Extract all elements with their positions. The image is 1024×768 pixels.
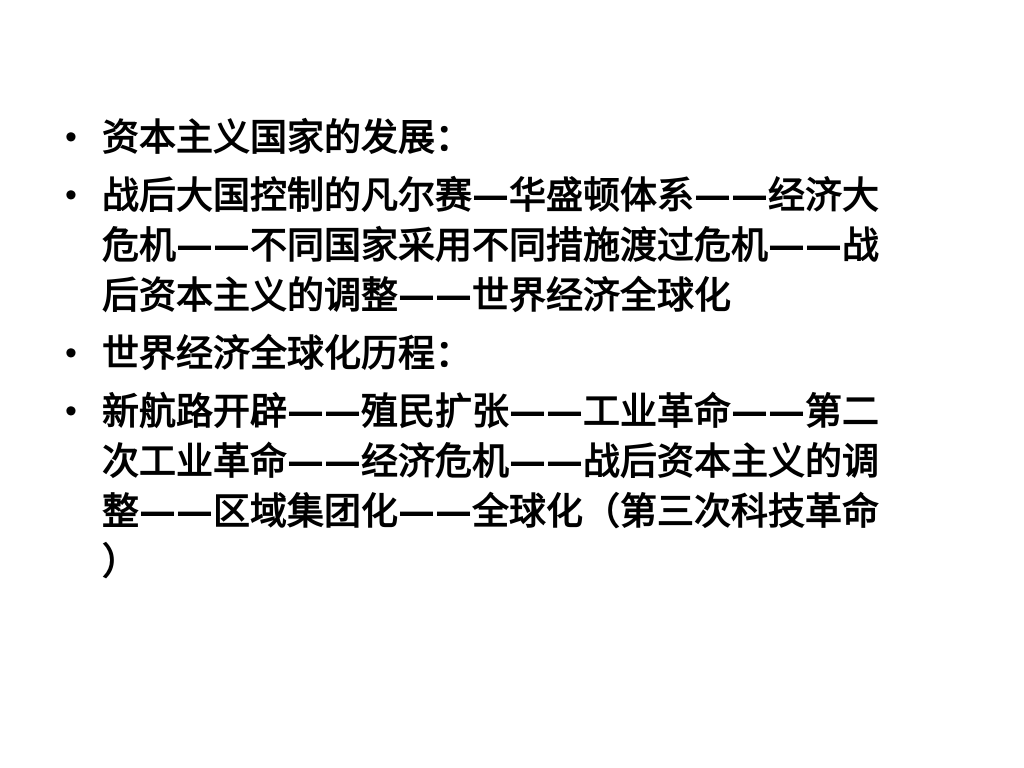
bullet-item-history-sequence: • 新航路开辟——殖民扩张——工业革命——第二次工业革命——经济危机——战后资本…	[56, 386, 926, 586]
bullet-text: 世界经济全球化历程：	[102, 331, 472, 375]
bullet-dot-icon: •	[65, 118, 77, 156]
bullet-item-globalization-process: • 世界经济全球化历程：	[56, 328, 926, 378]
bullet-dot-icon: •	[65, 392, 77, 430]
bullet-dot-icon: •	[65, 334, 77, 372]
bullet-text: 战后大国控制的凡尔赛—华盛顿体系——经济大危机——不同国家采用不同措施渡过危机—…	[102, 173, 879, 317]
bullet-dot-icon: •	[65, 176, 77, 214]
bullet-list: • 资本主义国家的发展： • 战后大国控制的凡尔赛—华盛顿体系——经济大危机——…	[56, 112, 926, 594]
bullet-item-postwar-sequence: • 战后大国控制的凡尔赛—华盛顿体系——经济大危机——不同国家采用不同措施渡过危…	[56, 170, 926, 320]
bullet-text: 新航路开辟——殖民扩张——工业革命——第二次工业革命——经济危机——战后资本主义…	[102, 389, 879, 583]
bullet-item-capitalist-development: • 资本主义国家的发展：	[56, 112, 926, 162]
bullet-text: 资本主义国家的发展：	[102, 115, 472, 159]
